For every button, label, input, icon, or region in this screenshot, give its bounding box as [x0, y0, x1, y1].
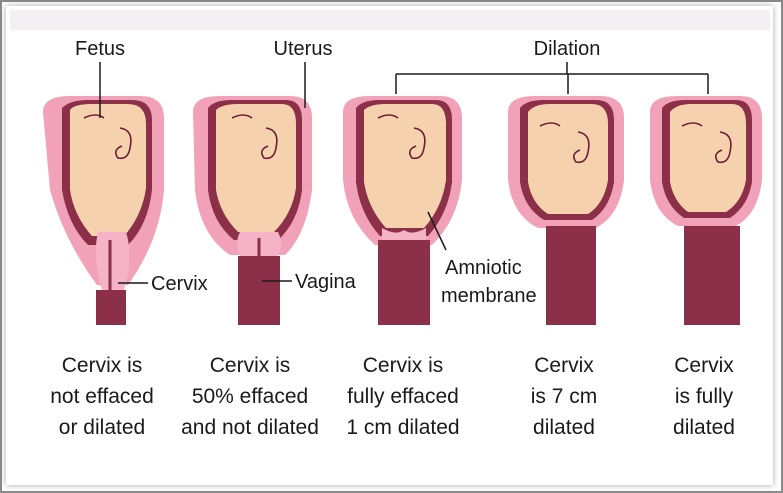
stage-4-caption-line3: dilated — [533, 416, 595, 439]
vagina-label: Vagina — [295, 271, 357, 293]
stage-4-caption: Cervix is 7 cm dilated — [531, 354, 598, 439]
stage-3-caption-line1: Cervix is — [363, 354, 444, 377]
uterus-label: Uterus — [274, 38, 333, 60]
stage-2-caption-line2: 50% effaced — [192, 385, 308, 408]
stage-5-caption-line3: dilated — [673, 416, 735, 439]
dilation-label: Dilation — [534, 38, 601, 60]
stage-1-caption-line1: Cervix is — [62, 354, 143, 377]
top-band — [10, 10, 770, 30]
amniotic-label-line2: membrane — [441, 285, 537, 307]
stage-1-uterus — [43, 96, 164, 325]
stage-3-caption: Cervix is fully effaced 1 cm dilated — [346, 354, 459, 439]
stage-2-caption: Cervix is 50% effaced and not dilated — [181, 354, 319, 439]
stage-3-caption-line3: 1 cm dilated — [346, 416, 459, 439]
stage-5-caption-line1: Cervix — [674, 354, 734, 377]
cervix-label: Cervix — [151, 273, 208, 295]
stage-4-caption-line1: Cervix — [534, 354, 594, 377]
stage-5-caption-line2: is fully — [675, 385, 734, 408]
stage-1-caption-line3: or dilated — [59, 416, 145, 439]
dilation-bracket — [396, 62, 708, 94]
amniotic-label-line1: Amniotic — [445, 257, 522, 279]
stage-5-uterus — [650, 96, 762, 325]
stage-1-caption-line2: not effaced — [50, 385, 154, 408]
stage-4-caption-line2: is 7 cm — [531, 385, 598, 408]
stage-2-caption-line1: Cervix is — [210, 354, 291, 377]
fetus-label: Fetus — [75, 38, 125, 60]
stage-2-caption-line3: and not dilated — [181, 416, 319, 439]
stage-1-caption: Cervix is not effaced or dilated — [50, 354, 154, 439]
stage-3-caption-line2: fully effaced — [347, 385, 459, 408]
stage-5-caption: Cervix is fully dilated — [673, 354, 735, 439]
